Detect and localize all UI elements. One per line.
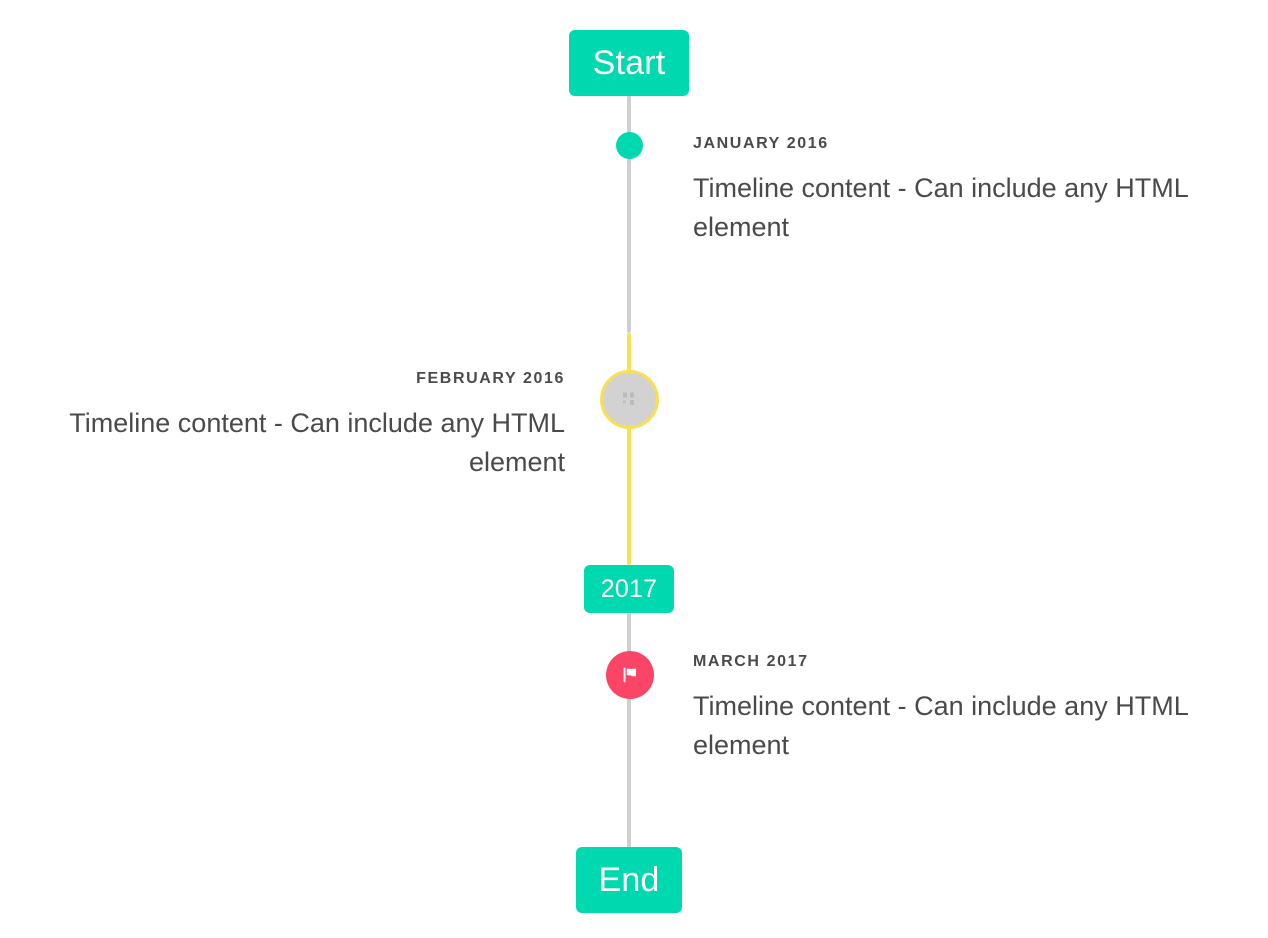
timeline-rail-upper (627, 95, 631, 333)
timeline-rail-highlight (627, 333, 631, 565)
timeline-entry-january: JANUARY 2016 Timeline content - Can incl… (693, 134, 1233, 247)
flag-icon[interactable] (606, 651, 654, 699)
timeline-entry-date: JANUARY 2016 (693, 135, 829, 152)
dot-icon[interactable] (616, 132, 643, 159)
broken-image-icon[interactable] (600, 370, 659, 429)
timeline-entry-march: MARCH 2017 Timeline content - Can includ… (693, 652, 1233, 765)
timeline-year-badge[interactable]: 2017 (584, 565, 674, 613)
timeline-start-badge[interactable]: Start (569, 30, 689, 96)
timeline-entry-body: Timeline content - Can include any HTML … (693, 691, 1188, 761)
timeline-entry-february: FEBRUARY 2016 Timeline content - Can inc… (35, 369, 565, 482)
broken-image-glyph (621, 391, 639, 409)
timeline-entry-date: FEBRUARY 2016 (416, 370, 565, 387)
timeline-end-badge[interactable]: End (576, 847, 682, 913)
timeline-entry-body: Timeline content - Can include any HTML … (693, 173, 1188, 243)
timeline-rail-lower (627, 613, 631, 855)
timeline-entry-date: MARCH 2017 (693, 653, 809, 670)
timeline-entry-body: Timeline content - Can include any HTML … (69, 408, 565, 478)
